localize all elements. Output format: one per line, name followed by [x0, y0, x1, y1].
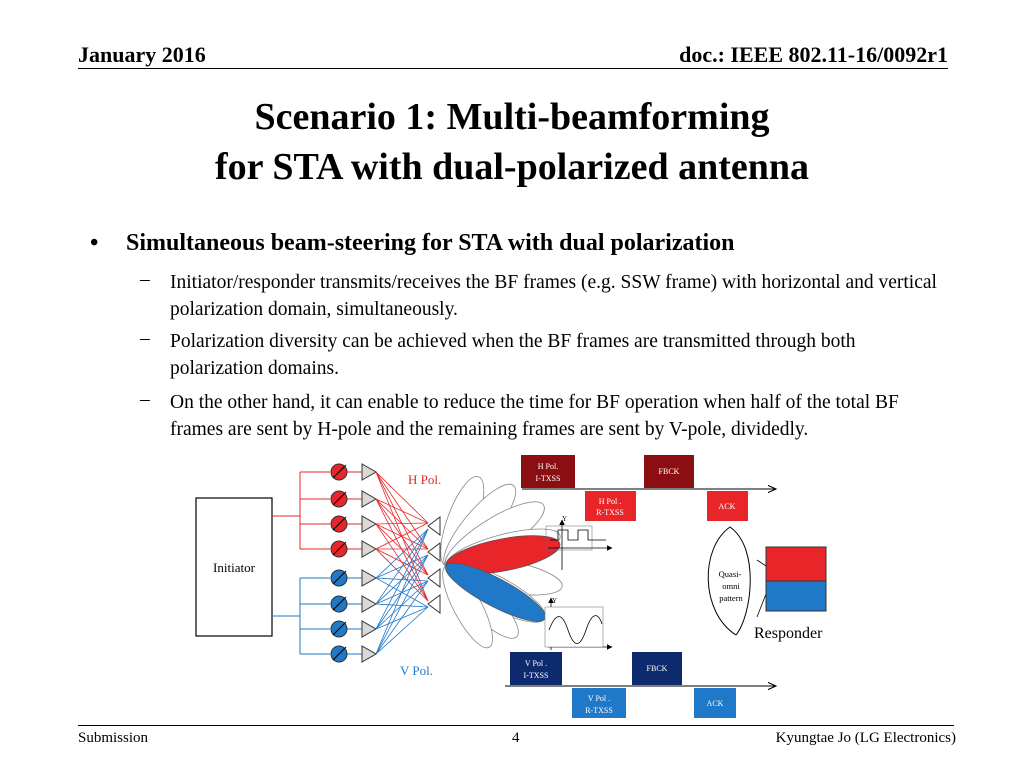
crossing-line — [375, 528, 429, 605]
initiator-label: Initiator — [213, 560, 256, 575]
footer-submission: Submission — [78, 730, 149, 746]
dash-1: – — [140, 269, 150, 290]
crossing-line — [375, 606, 429, 655]
phase-shifter-arrow — [332, 491, 347, 506]
v-i-txss-line-2: I-TXSS — [524, 671, 549, 680]
h-r-txss-line-2: R-TXSS — [596, 508, 624, 517]
phase-shifter-arrow — [332, 516, 347, 531]
header-doc-number: doc.: IEEE 802.11-16/0092r1 — [679, 42, 948, 67]
crossing-line — [375, 528, 429, 579]
phase-shifter-arrow — [332, 541, 347, 556]
h-ack-label: ACK — [719, 502, 736, 511]
responder-v-block — [765, 580, 827, 612]
crossing-line — [375, 471, 429, 550]
footer-rule — [78, 725, 954, 726]
slide-title: Scenario 1: Multi-beamforming for STA wi… — [0, 92, 1024, 192]
title-line-1: Scenario 1: Multi-beamforming — [254, 96, 770, 138]
h-pol-label: H Pol. — [408, 472, 441, 487]
initiator-box — [195, 497, 273, 637]
amplifier-icon — [361, 463, 378, 481]
amplifier-icon — [361, 645, 378, 663]
crossing-line — [375, 548, 429, 602]
bullet-heading: Simultaneous beam-steering for STA with … — [126, 230, 735, 256]
quasi-omni-pattern: Quasi- omni pattern — [707, 526, 767, 636]
feed-network — [272, 471, 362, 655]
responder-h-block — [765, 546, 827, 582]
phase-shifter-arrow — [332, 570, 347, 585]
header-date: January 2016 — [78, 42, 206, 67]
v-r-txss-line-2: R-TXSS — [585, 706, 613, 715]
h-r-txss-frame — [585, 491, 636, 521]
crossing-line — [375, 498, 429, 550]
amplifier-icon — [361, 515, 378, 533]
antenna-element-icon — [427, 542, 441, 562]
amplifier-icon — [361, 490, 378, 508]
v-fbck-frame — [632, 652, 682, 685]
phase-shifter-arrow — [332, 621, 347, 636]
h-fbck-label: FBCK — [659, 467, 680, 476]
amplifier-icon — [361, 595, 378, 613]
subitem-3: On the other hand, it can enable to redu… — [170, 392, 899, 440]
amplifier-icon — [361, 540, 378, 558]
amplifier-icon — [361, 620, 378, 638]
v-i-txss-frame — [510, 652, 562, 685]
phase-shifters — [330, 463, 348, 663]
crossing-line — [375, 522, 429, 550]
v-r-txss-frame — [572, 688, 626, 718]
phase-shifter-arrow — [332, 596, 347, 611]
dash-3: – — [140, 389, 150, 410]
h-ack-frame — [707, 491, 748, 521]
v-r-txss-line-1: V Pol . — [588, 694, 610, 703]
crossing-line — [375, 498, 429, 524]
quasi-omni-line-3: pattern — [719, 593, 743, 603]
h-signal-plot: Y — [545, 515, 613, 570]
v-i-txss-line-1: V Pol . — [525, 659, 547, 668]
responder-label: Responder — [754, 625, 823, 642]
bullet-symbol: • — [90, 230, 99, 256]
v-fbck-label: FBCK — [647, 664, 668, 673]
h-plot-y-label: Y — [562, 515, 567, 523]
amplifier-icon — [361, 569, 378, 587]
subitem-2: Polarization diversity can be achieved w… — [170, 331, 856, 379]
header-rule — [78, 68, 948, 69]
amplifiers — [361, 463, 378, 663]
dash-2: – — [140, 328, 150, 349]
phase-shifter-arrow — [332, 646, 347, 661]
crossing-line — [375, 523, 429, 602]
crossing-line — [375, 528, 429, 630]
h-fbck-frame — [644, 455, 694, 488]
crossing-line — [375, 471, 429, 524]
crossing-line — [375, 498, 429, 576]
crossing-line — [375, 528, 429, 655]
crossing-lines — [375, 471, 429, 655]
antenna-element-icon — [427, 568, 441, 588]
v-plot-y-label: Y — [552, 597, 557, 605]
v-ack-frame — [694, 688, 736, 718]
crossing-line — [375, 523, 429, 576]
v-pol-label: V Pol. — [400, 663, 433, 678]
crossing-line — [375, 580, 429, 655]
footer-page-number: 4 — [512, 730, 520, 746]
quasi-omni-line-1: Quasi- — [719, 569, 742, 579]
footer-author: Kyungtae Jo (LG Electronics) — [775, 730, 956, 746]
crossing-line — [375, 554, 429, 655]
quasi-omni-line-2: omni — [722, 581, 740, 591]
phase-shifter-arrow — [332, 464, 347, 479]
v-ack-label: ACK — [707, 699, 724, 708]
h-i-txss-line-2: I-TXSS — [536, 474, 561, 483]
h-i-txss-frame — [521, 455, 575, 488]
antenna-elements — [427, 516, 441, 614]
antenna-element-icon — [427, 516, 441, 536]
h-r-txss-line-1: H Pol . — [599, 497, 621, 506]
v-signal-plot: Y — [544, 597, 613, 650]
subitem-1: Initiator/responder transmits/receives t… — [170, 272, 937, 320]
antenna-element-icon — [427, 594, 441, 614]
beam-lobes — [440, 476, 563, 649]
title-line-2: for STA with dual-polarized antenna — [214, 146, 809, 188]
crossing-line — [375, 522, 429, 525]
h-i-txss-line-1: H Pol. — [538, 462, 558, 471]
